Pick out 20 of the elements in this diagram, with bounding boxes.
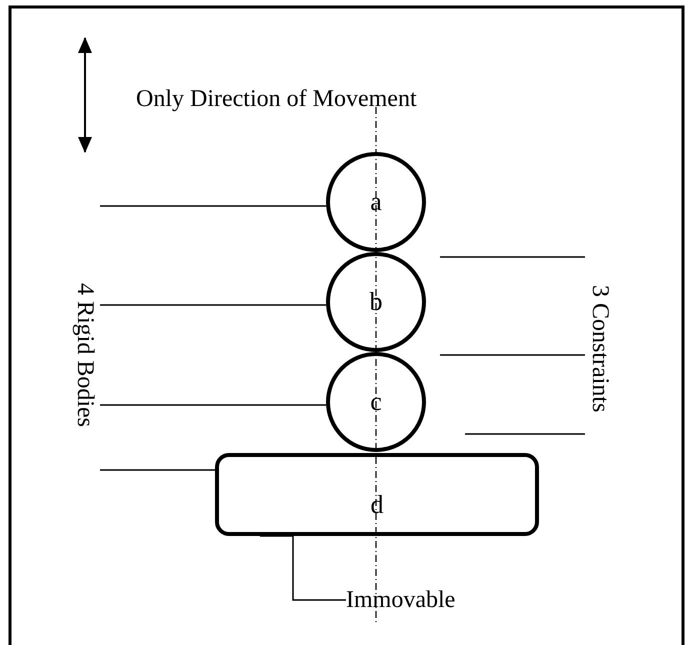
leader-line <box>100 404 326 406</box>
leader-line <box>465 433 585 435</box>
leader-line <box>440 354 585 356</box>
body-block <box>215 453 539 536</box>
leader-line <box>100 205 326 207</box>
leader-line <box>440 256 585 258</box>
body-letter: b <box>370 288 382 316</box>
callout-text: 3 Constraints <box>585 244 615 454</box>
body-letter: d <box>370 490 384 518</box>
direction-note: Only Direction of Movement <box>136 86 417 112</box>
leader-line <box>100 469 215 471</box>
leader-line <box>100 304 326 306</box>
leader-line <box>260 535 346 601</box>
body-circle <box>326 252 426 352</box>
body-letter: a <box>370 188 382 216</box>
body-letter: c <box>370 388 382 416</box>
body-circle <box>326 352 426 452</box>
callout-text: 4 Rigid Bodies <box>70 196 100 514</box>
callout-text: Immovable <box>346 585 496 611</box>
body-circle <box>326 152 426 252</box>
